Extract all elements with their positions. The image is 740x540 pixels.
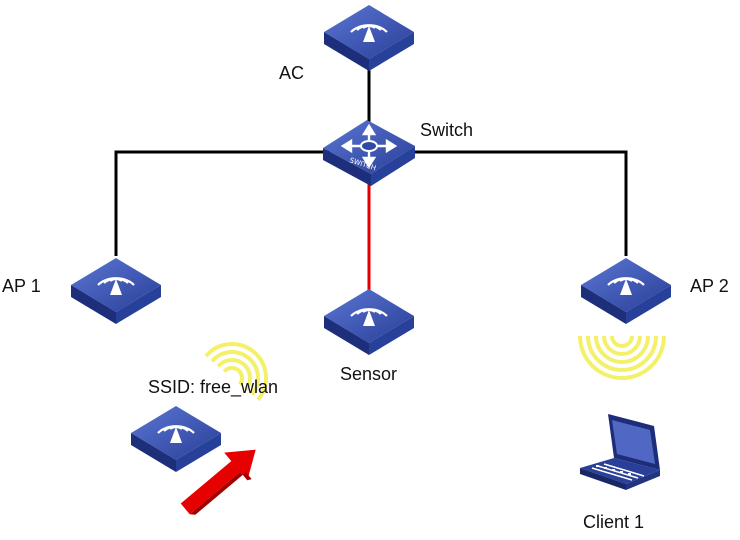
ap2-wifi-signal-icon xyxy=(578,335,666,380)
ap1-device-icon xyxy=(69,256,163,326)
rogue-ssid-label: SSID: free_wlan xyxy=(148,377,279,397)
sensor-device-icon xyxy=(322,287,416,357)
ac-label: AC xyxy=(279,63,305,83)
link-switch-ap1 xyxy=(114,150,330,256)
switch-label: Switch xyxy=(420,120,474,140)
link-switch-ap2 xyxy=(410,150,628,256)
ap2-device-icon xyxy=(579,256,673,326)
switch-icon: SWITCH xyxy=(323,120,415,186)
ac-device-icon xyxy=(322,3,416,73)
sensor-label: Sensor xyxy=(340,364,398,384)
rogue-ap-device-icon xyxy=(129,404,223,474)
ap1-label: AP 1 xyxy=(2,276,41,296)
client1-label: Client 1 xyxy=(583,512,645,532)
client1-laptop-icon xyxy=(580,414,660,490)
attack-arrow-icon xyxy=(180,449,256,515)
ap2-label: AP 2 xyxy=(690,276,729,296)
